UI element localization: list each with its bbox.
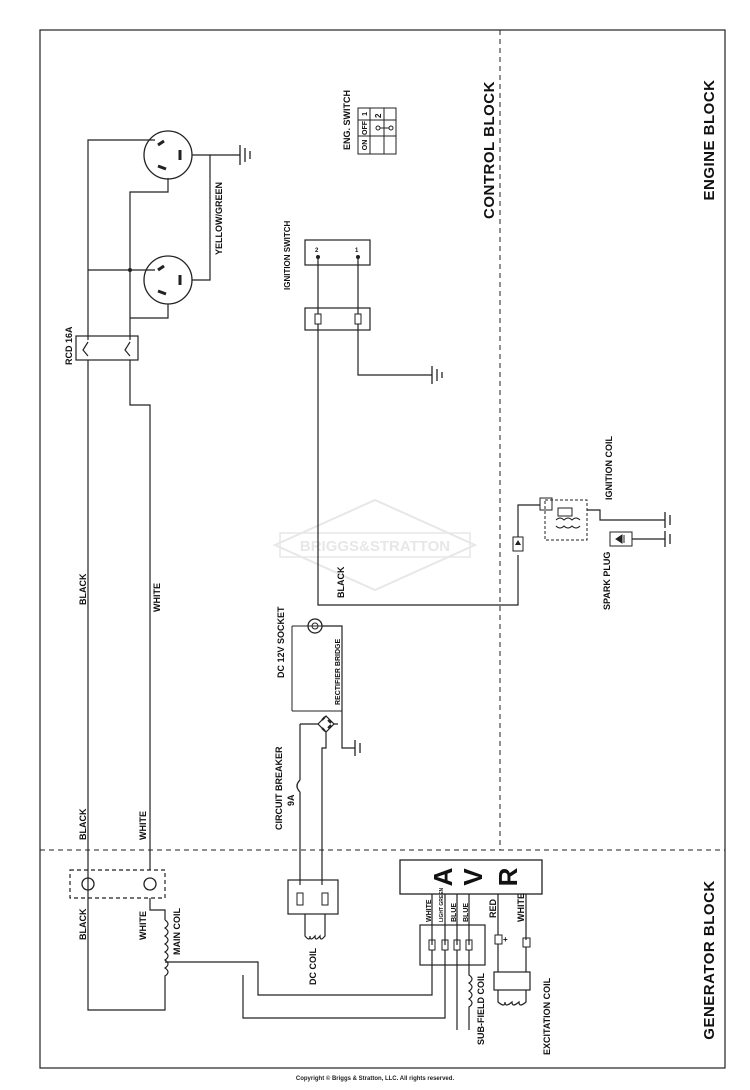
main-coil-label: MAIN COIL [172,908,182,955]
black-wire-label-lower: BLACK [78,808,88,840]
red-label: RED [488,898,498,918]
ground-symbol-dc [354,740,361,756]
copyright-text: Copyright © Briggs & Stratton, LLC. All … [295,1076,455,1082]
white-wire-label: WHITE [152,583,162,612]
rectifier-label: RECTIFIER BRIDGE [335,639,342,705]
white-gen-label: WHITE [138,911,148,940]
rectifier-bridge [317,715,335,733]
eng-switch-off: OFF [362,120,369,135]
eng-switch-col1: 1 [362,112,369,116]
circuit-breaker-label: CIRCUIT BREAKER [274,746,284,830]
avr-module [399,859,543,895]
generator-terminal-block [69,869,166,899]
avr-white-label: WHITE [426,899,433,922]
dc-socket-label: DC 12V SOCKET [276,606,286,678]
ac-outlet-upper [143,130,193,180]
avr-blue1-label: BLUE [451,903,458,922]
sub-field-coil [467,950,473,1030]
ignition-pin-2: 2 [315,248,319,254]
ignition-coil [539,497,665,541]
excitation-coil-label: EXCITATION COIL [542,977,552,1055]
dc-coil-connector [287,879,339,915]
ground-symbol-ignition [431,366,443,384]
avr-letter-v: V [458,868,488,886]
watermark-logo: BRIGGS&STRATTON [272,498,478,592]
ground-symbol-outlets [239,145,251,165]
ignition-switch-label: IGNITION SWITCH [283,220,292,290]
ignition-switch [304,239,371,266]
white-exc-label: WHITE [516,893,526,922]
avr-light-green-label: LIGHT GREEN [439,887,445,922]
eng-switch-col2: 2 [374,113,383,118]
ground-symbol-spark-plug [664,531,671,547]
main-coil [163,919,169,980]
avr-letter-r: R [493,867,523,886]
dc-coil [304,914,326,940]
diagram-frame [39,29,726,1069]
excitation-coil [497,990,527,1006]
eng-switch-on: ON [362,140,369,151]
ground-symbol-ignition-coil [664,512,671,528]
control-block-title: CONTROL BLOCK [481,81,498,219]
ignition-connector [304,307,371,331]
avr-connector [419,924,486,966]
sub-field-coil-label: SUB-FIELD COIL [476,973,486,1045]
black-wire-label: BLACK [78,573,88,605]
spark-plug-label: SPARK PLUG [602,552,612,610]
black-control-label: BLACK [336,566,346,598]
ignition-coil-label: IGNITION COIL [604,436,614,501]
excitation-connector [493,971,531,991]
yellow-green-label: YELLOW/GREEN [214,182,224,255]
generator-block-title: GENERATOR BLOCK [701,880,718,1039]
avr-blue2-label: BLUE [463,903,470,922]
eng-switch-title: ENG. SWITCH [342,90,352,150]
rcd-label: RCD 16A [64,326,74,365]
dc-coil-label: DC COIL [308,948,318,986]
ac-outlet-lower [143,255,193,305]
black-gen-label: BLACK [78,908,88,940]
avr-letter-a: A [428,867,458,886]
white-wire-label-lower: WHITE [138,811,148,840]
breaker-rating-label: 9A [286,794,296,806]
eng-switch-table: 1 OFF ON 2 [357,107,397,155]
rcd-breaker [75,335,139,361]
engine-block-title: ENGINE BLOCK [701,79,718,200]
circuit-breaker [296,779,301,793]
ignition-pin-1: 1 [355,248,359,254]
watermark-text: BRIGGS&STRATTON [300,538,450,555]
svg-text:+: + [503,935,508,944]
spark-plug [512,504,665,552]
